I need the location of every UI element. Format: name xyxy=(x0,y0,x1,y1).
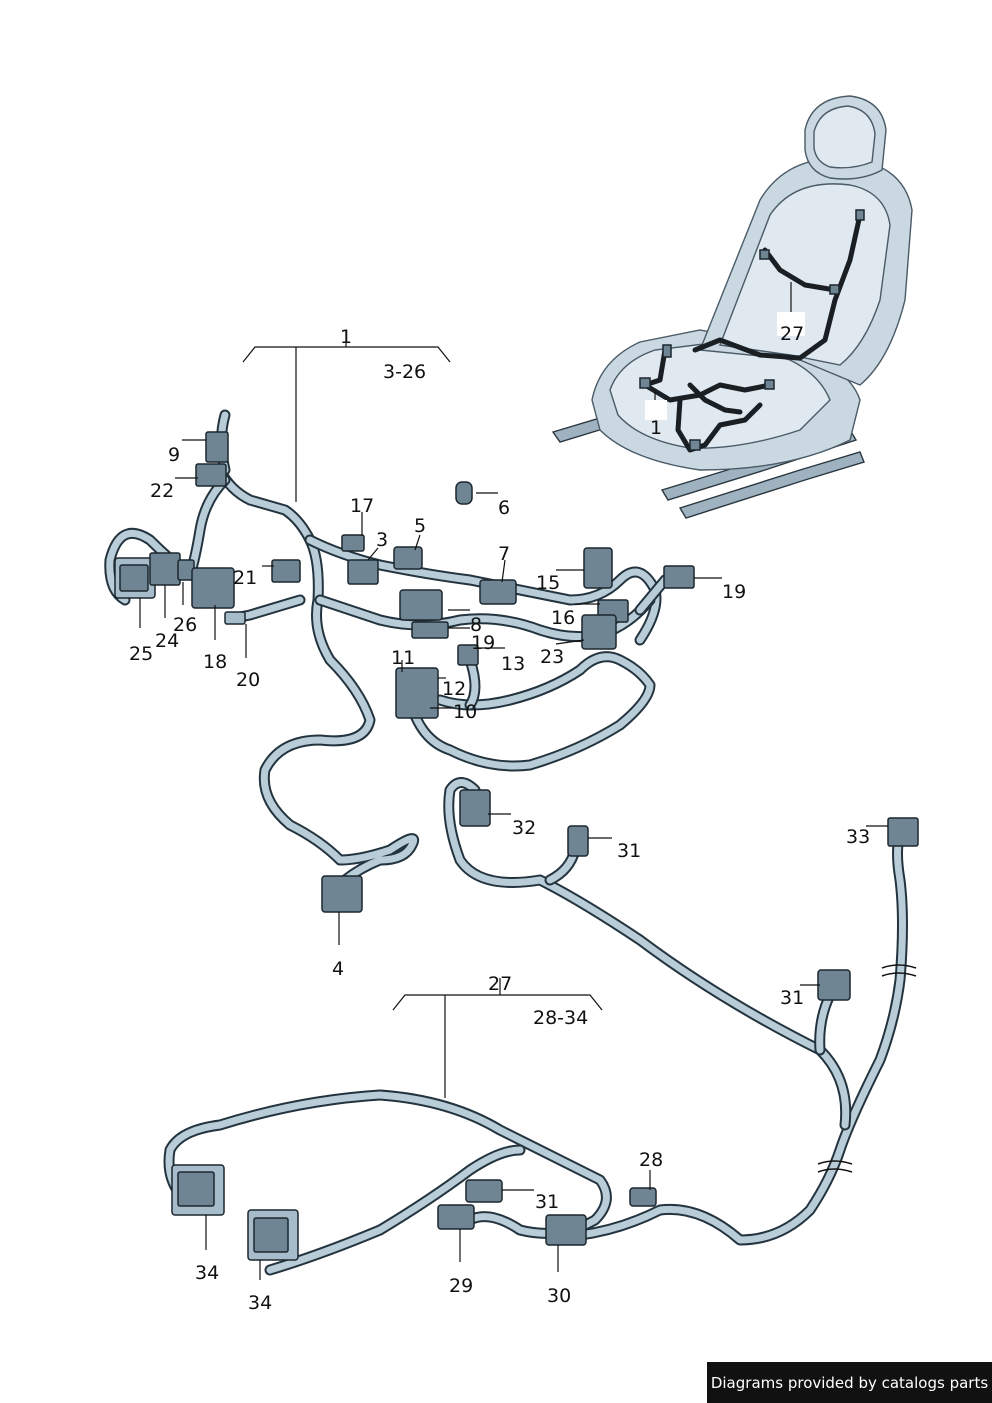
label-7: 7 xyxy=(498,543,510,565)
label-8: 8 xyxy=(470,614,482,636)
label-31-top: 31 xyxy=(617,840,641,862)
label-23: 23 xyxy=(540,646,564,668)
label-24: 24 xyxy=(155,630,179,652)
label-13: 13 xyxy=(501,653,525,675)
label-11: 11 xyxy=(391,647,415,669)
label-29: 29 xyxy=(449,1275,473,1297)
label-34-left: 34 xyxy=(195,1262,219,1284)
label-16: 16 xyxy=(551,607,575,629)
label-22: 22 xyxy=(150,480,174,502)
harness-lower xyxy=(163,777,919,1276)
label-26: 26 xyxy=(173,614,197,636)
label-12: 12 xyxy=(442,678,466,700)
label-27-seat: 27 xyxy=(780,323,804,345)
label-17: 17 xyxy=(350,495,374,517)
harness-upper xyxy=(104,409,695,913)
label-10: 10 xyxy=(453,701,477,723)
footer-banner: Diagrams provided by catalogs parts xyxy=(707,1362,992,1403)
label-3: 3 xyxy=(376,529,388,551)
label-6: 6 xyxy=(498,497,510,519)
label-33: 33 xyxy=(846,826,870,848)
label-27-lower: 27 xyxy=(488,973,512,995)
label-1-upper: 1 xyxy=(340,326,352,348)
callout-labels: 1 3-26 27 1 9 22 6 17 3 5 7 15 19 21 16 … xyxy=(129,323,870,1314)
label-4: 4 xyxy=(332,958,344,980)
leader-lines xyxy=(139,330,888,1280)
label-5: 5 xyxy=(414,515,426,537)
seat-illustration xyxy=(551,95,913,519)
label-19-mid: 19 xyxy=(471,632,495,654)
label-32: 32 xyxy=(512,817,536,839)
label-15: 15 xyxy=(536,572,560,594)
label-34-right: 34 xyxy=(248,1292,272,1314)
label-28: 28 xyxy=(639,1149,663,1171)
label-30: 30 xyxy=(547,1285,571,1307)
label-31-lower: 31 xyxy=(535,1191,559,1213)
label-range-3-26: 3-26 xyxy=(383,361,426,383)
label-range-28-34: 28-34 xyxy=(533,1007,588,1029)
label-25: 25 xyxy=(129,643,153,665)
label-31-right: 31 xyxy=(780,987,804,1009)
label-19-right: 19 xyxy=(722,581,746,603)
label-18: 18 xyxy=(203,651,227,673)
label-1-seat: 1 xyxy=(650,417,662,439)
label-20: 20 xyxy=(236,669,260,691)
label-21: 21 xyxy=(233,567,257,589)
label-9: 9 xyxy=(168,444,180,466)
